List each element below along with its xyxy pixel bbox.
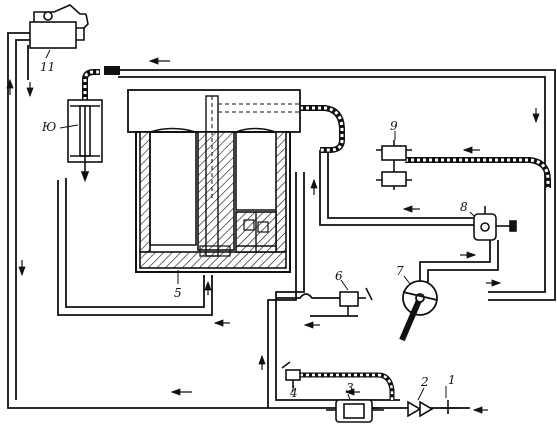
component-2-check-valve [407,400,434,418]
component-8-valve [473,206,517,241]
component-1-inlet [440,400,462,414]
label-11: 11 [40,60,55,74]
label-2: 2 [420,375,429,389]
hose-9-right [405,157,551,188]
label-7: 7 [396,264,404,278]
leader-lines [45,49,475,401]
pipe-network [7,32,556,409]
component-5-tank [127,89,301,273]
component-9-double-cylinder [376,140,412,190]
flow-arrows [6,57,540,414]
hose-cylinder-10 [82,66,120,100]
component-10-cylinder [67,99,103,183]
label-6: 6 [335,269,343,283]
component-3-filter [326,399,384,423]
label-3: 3 [346,381,354,395]
label-5: 5 [174,286,182,300]
label-10: Ю [41,120,56,134]
hose-tank-right [300,105,345,153]
label-1: 1 [448,373,456,387]
component-labels: 1 2 3 4 5 6 7 8 9 Ю 11 [40,60,468,400]
label-9: 9 [390,119,398,133]
component-4-tap [281,361,301,388]
component-11-unit [29,4,89,49]
component-7-rotary-valve [399,280,438,342]
label-8: 8 [460,200,468,214]
label-4: 4 [289,386,298,400]
component-6-valve [339,287,373,316]
